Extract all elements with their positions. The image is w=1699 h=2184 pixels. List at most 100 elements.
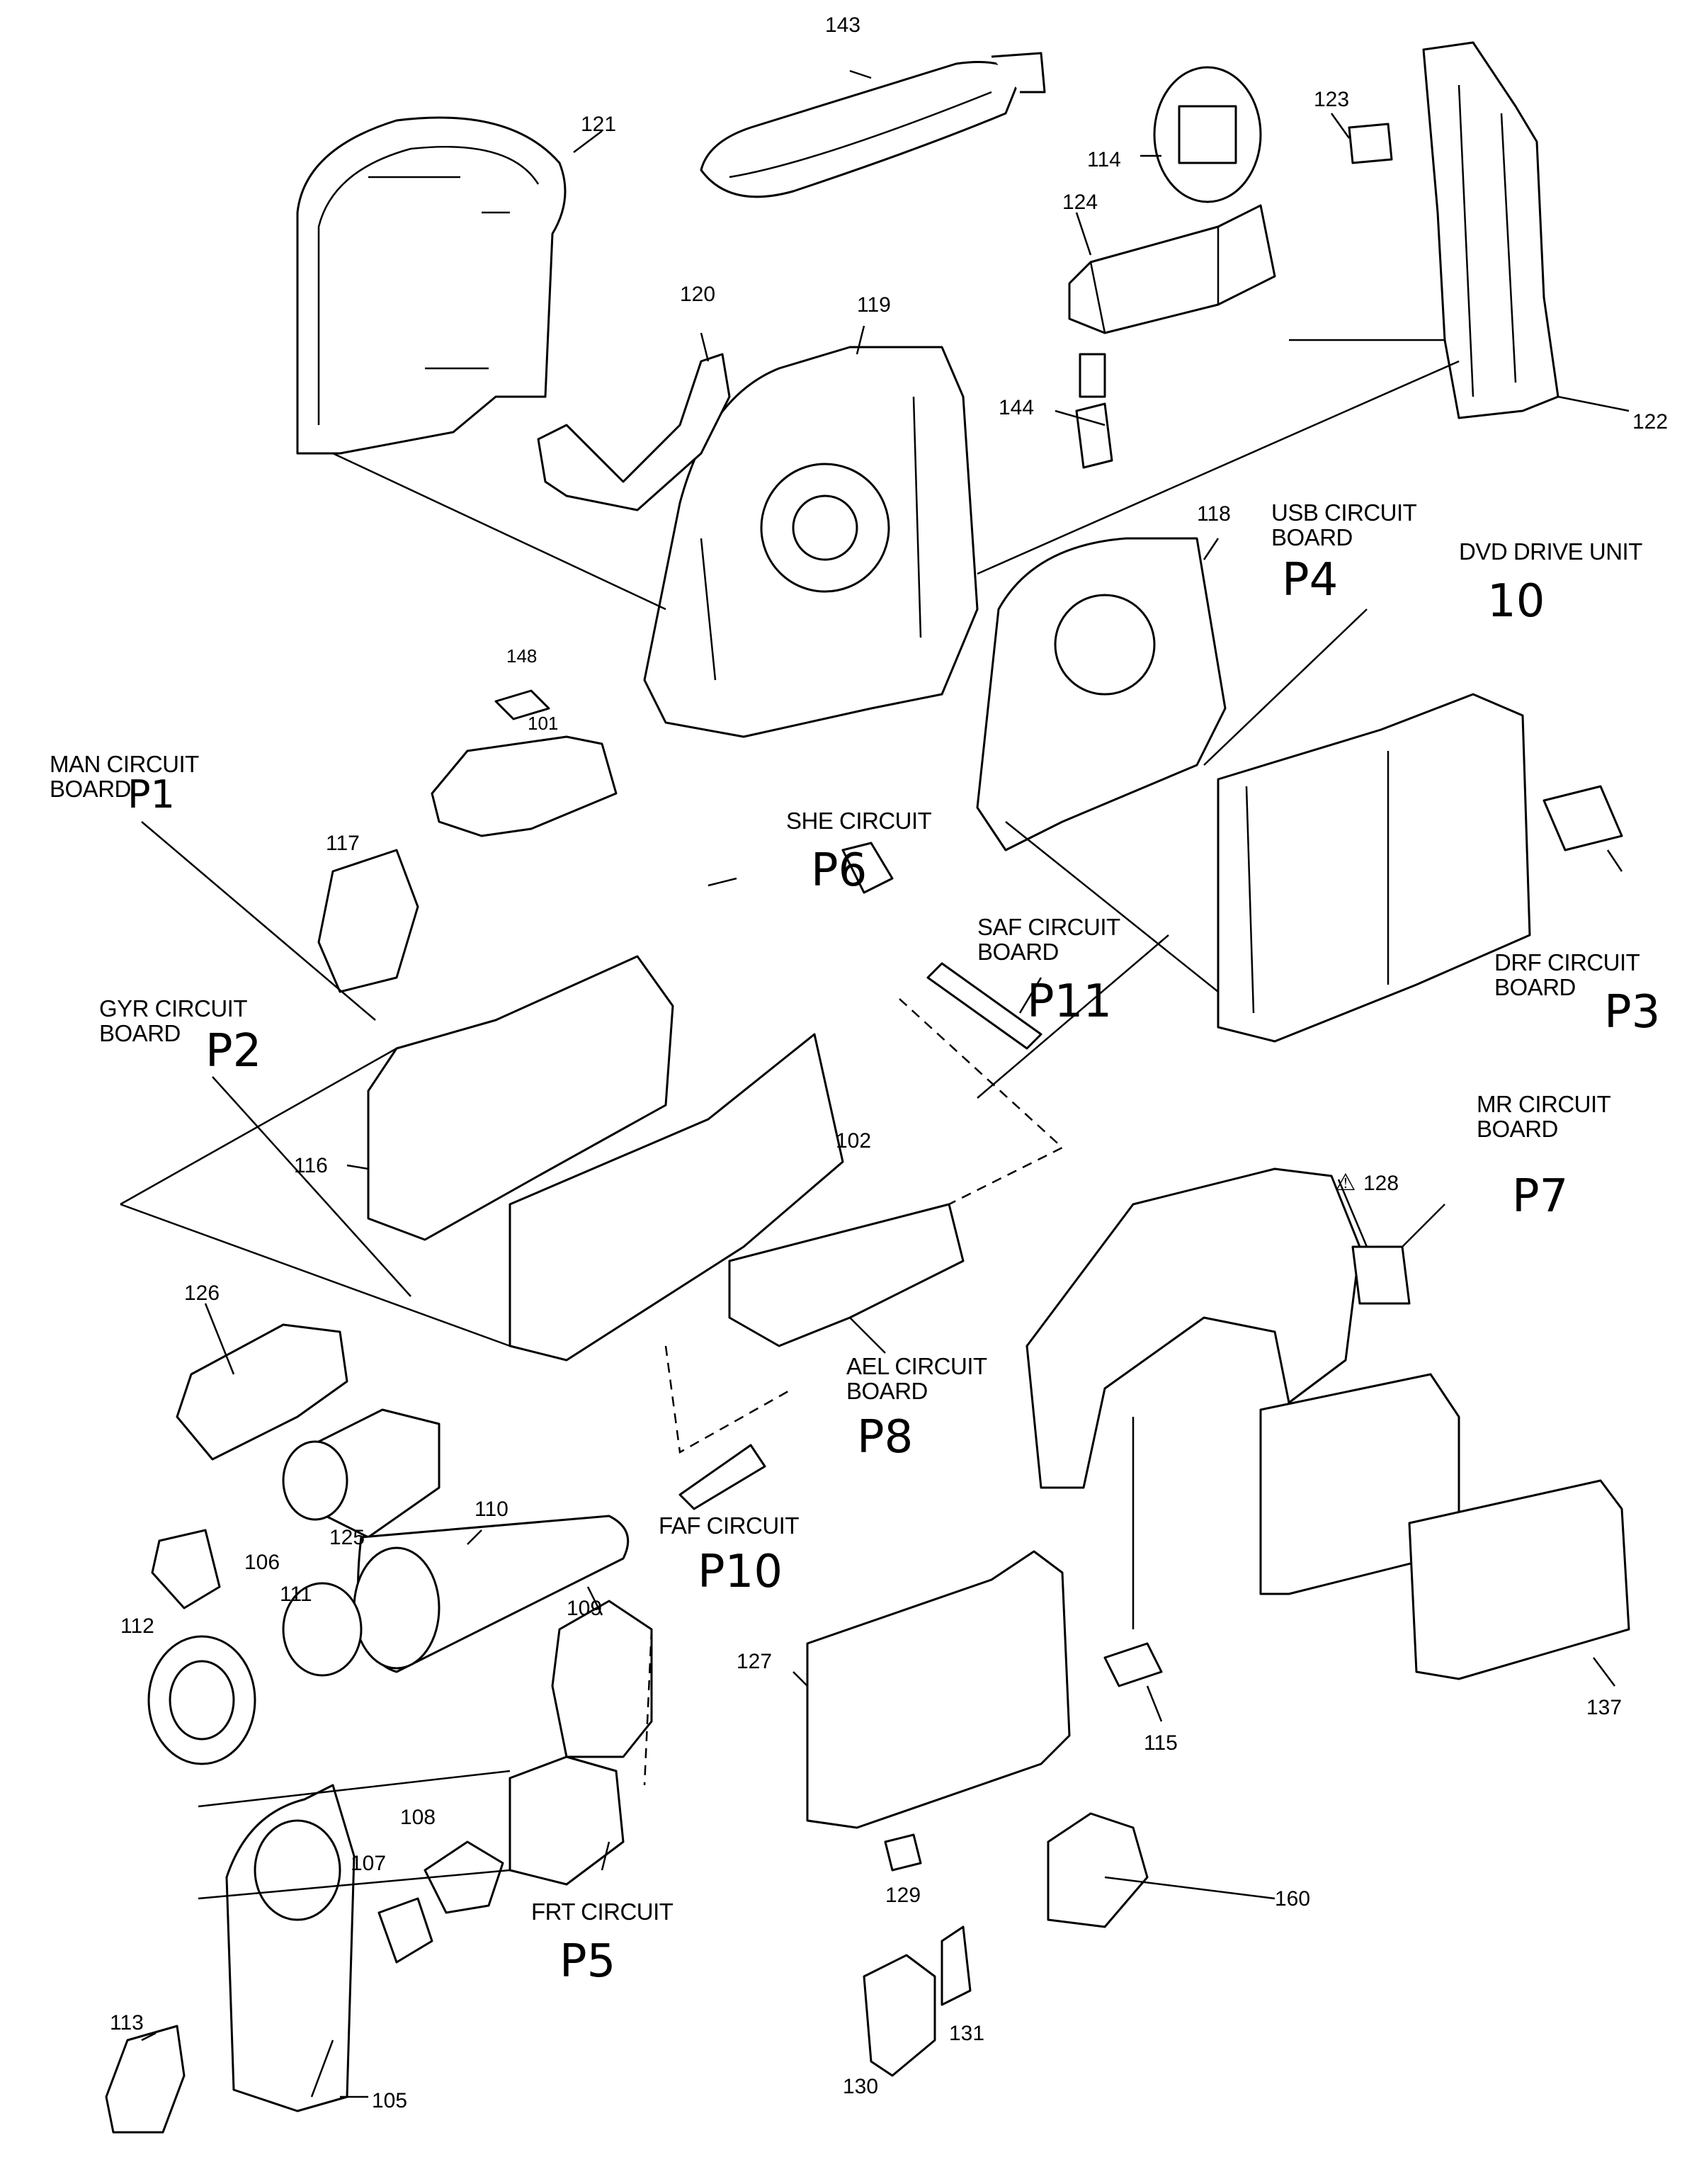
saf-board-label-line1: SAF CIRCUIT (977, 914, 1120, 940)
drf-board-label-line2: BOARD (1494, 974, 1576, 1000)
part-148 (494, 689, 550, 720)
ael-board-code: P8 (857, 1411, 913, 1464)
part-111-ring (282, 1582, 363, 1677)
label-102: 102 (836, 1129, 871, 1153)
label-107: 107 (351, 1852, 386, 1875)
ael-board-label-line1: AEL CIRCUIT (846, 1353, 987, 1379)
part-137-lcd-panel (1259, 1373, 1630, 1680)
she-board-code: P6 (811, 844, 867, 897)
part-10-dvd-drive (1217, 693, 1531, 1043)
part-109-bracket (551, 1600, 653, 1758)
man-board-code: P1 (127, 772, 175, 817)
part-113 (105, 2025, 186, 2134)
part-116-frame (367, 955, 674, 1241)
part-120-flex (537, 353, 731, 511)
part-160-switch-assy (1047, 1812, 1149, 1928)
label-160: 160 (1275, 1887, 1310, 1911)
label-109: 109 (567, 1597, 602, 1620)
label-115: 115 (1144, 1731, 1178, 1755)
mr-board-label-line2: BOARD (1477, 1116, 1558, 1142)
part-mr-flex (1351, 1245, 1411, 1305)
part-108 (424, 1840, 504, 1914)
part-112-filter-inner (169, 1660, 235, 1741)
label-112: 112 (120, 1614, 154, 1638)
frt-board-label: FRT CIRCUIT (531, 1899, 674, 1925)
label-105: 105 (372, 2089, 407, 2112)
label-143: 143 (825, 13, 860, 37)
part-frt-board (508, 1755, 625, 1886)
part-122-rear-frame (1422, 41, 1559, 419)
label-128: 128 (1363, 1172, 1399, 1195)
label-129: 129 (885, 1884, 921, 1907)
man-board-label-line2: BOARD (50, 776, 131, 802)
label-144: 144 (999, 396, 1034, 419)
part-107 (377, 1897, 433, 1964)
part-126-bracket (176, 1323, 348, 1461)
part-faf-board (678, 1444, 766, 1510)
part-102-connector (841, 842, 894, 894)
label-123: 123 (1314, 88, 1349, 111)
faf-board-label: FAF CIRCUIT (659, 1512, 799, 1539)
dvd-drive-label: DVD DRIVE UNIT (1459, 538, 1642, 565)
label-116: 116 (294, 1154, 328, 1177)
label-113: 113 (110, 2011, 144, 2035)
label-124: 124 (1062, 191, 1098, 214)
part-101-bracket (431, 735, 618, 837)
part-117-bracket (317, 849, 419, 993)
label-120: 120 (680, 283, 715, 306)
part-121-side-cover (296, 116, 567, 455)
part-123 (1348, 123, 1393, 164)
part-drf-flex (1542, 785, 1623, 851)
gyr-board-label-line2: BOARD (99, 1020, 181, 1046)
man-board-label-line1: MAN CIRCUIT (50, 751, 199, 777)
part-143-grip-strap (700, 52, 1046, 198)
label-106: 106 (244, 1551, 280, 1574)
part-129 (884, 1833, 922, 1872)
board-labels: USB CIRCUIT BOARD P4 DVD DRIVE UNIT 10 M… (50, 499, 1660, 1988)
part-number-labels: 143 121 114 123 124 120 119 144 122 118 … (110, 13, 1668, 2112)
label-125: 125 (329, 1526, 365, 1549)
part-saf-board (926, 962, 1042, 1050)
part-125-lens-unit (282, 1408, 441, 1539)
drf-board-label-line1: DRF CIRCUIT (1494, 949, 1640, 975)
part-114-eyecup (1153, 66, 1262, 203)
label-137: 137 (1586, 1696, 1622, 1719)
faf-board-code: P10 (698, 1546, 783, 1598)
she-board-label: SHE CIRCUIT (786, 808, 932, 834)
assembly-lines (120, 339, 1460, 1900)
part-124-viewfinder (1068, 204, 1276, 398)
part-128-grip-frame (1025, 1167, 1361, 1489)
saf-board-label-line2: BOARD (977, 939, 1059, 965)
label-126: 126 (184, 1281, 220, 1305)
part-131 (941, 1925, 972, 2006)
label-101: 101 (528, 713, 558, 734)
frt-board-code: P5 (559, 1935, 615, 1988)
usb-board-label-line1: USB CIRCUIT (1271, 499, 1417, 526)
label-118: 118 (1197, 502, 1231, 526)
part-127-lcd-frame (806, 1550, 1071, 1829)
label-148: 148 (506, 645, 537, 667)
warning-triangle-icon: ⚠ (1335, 1169, 1356, 1195)
drf-board-code: P3 (1604, 986, 1660, 1039)
gyr-board-code: P2 (205, 1025, 261, 1077)
label-130: 130 (843, 2075, 878, 2098)
part-106-ring (151, 1529, 221, 1609)
saf-board-code: P11 (1027, 975, 1112, 1028)
label-122: 122 (1632, 410, 1668, 434)
mr-board-label-line1: MR CIRCUIT (1477, 1091, 1611, 1117)
usb-board-code: P4 (1282, 554, 1338, 606)
dvd-drive-code: 10 (1487, 575, 1545, 628)
label-117: 117 (326, 832, 360, 855)
usb-board-label-line2: BOARD (1271, 524, 1353, 550)
label-127: 127 (737, 1650, 772, 1673)
leader-lines (141, 69, 1630, 2098)
label-114: 114 (1087, 148, 1121, 171)
mr-board-code: P7 (1512, 1170, 1568, 1223)
label-110: 110 (475, 1498, 508, 1521)
label-111: 111 (280, 1583, 312, 1606)
part-ael-board (728, 1203, 965, 1347)
part-119-main-chassis (643, 346, 979, 738)
part-105-front-case (225, 1784, 356, 2112)
gyr-board-label-line1: GYR CIRCUIT (99, 995, 247, 1022)
label-121: 121 (581, 113, 616, 136)
